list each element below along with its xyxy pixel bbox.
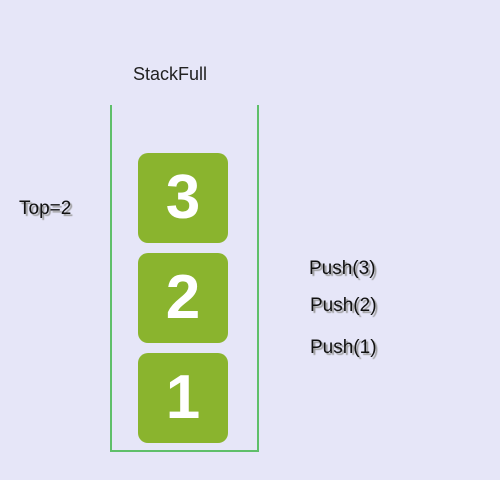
stack-block-1: 1 bbox=[138, 353, 228, 443]
top-pointer-label: Top=2 bbox=[19, 198, 72, 219]
push-operation-2: Push(2) bbox=[310, 295, 377, 316]
stack-block-3: 3 bbox=[138, 153, 228, 243]
stack-container bbox=[110, 105, 259, 452]
push-operation-1: Push(1) bbox=[310, 337, 377, 358]
push-operation-3: Push(3) bbox=[309, 258, 376, 279]
stack-block-2: 2 bbox=[138, 253, 228, 343]
stack-status-title: StackFull bbox=[133, 64, 208, 84]
